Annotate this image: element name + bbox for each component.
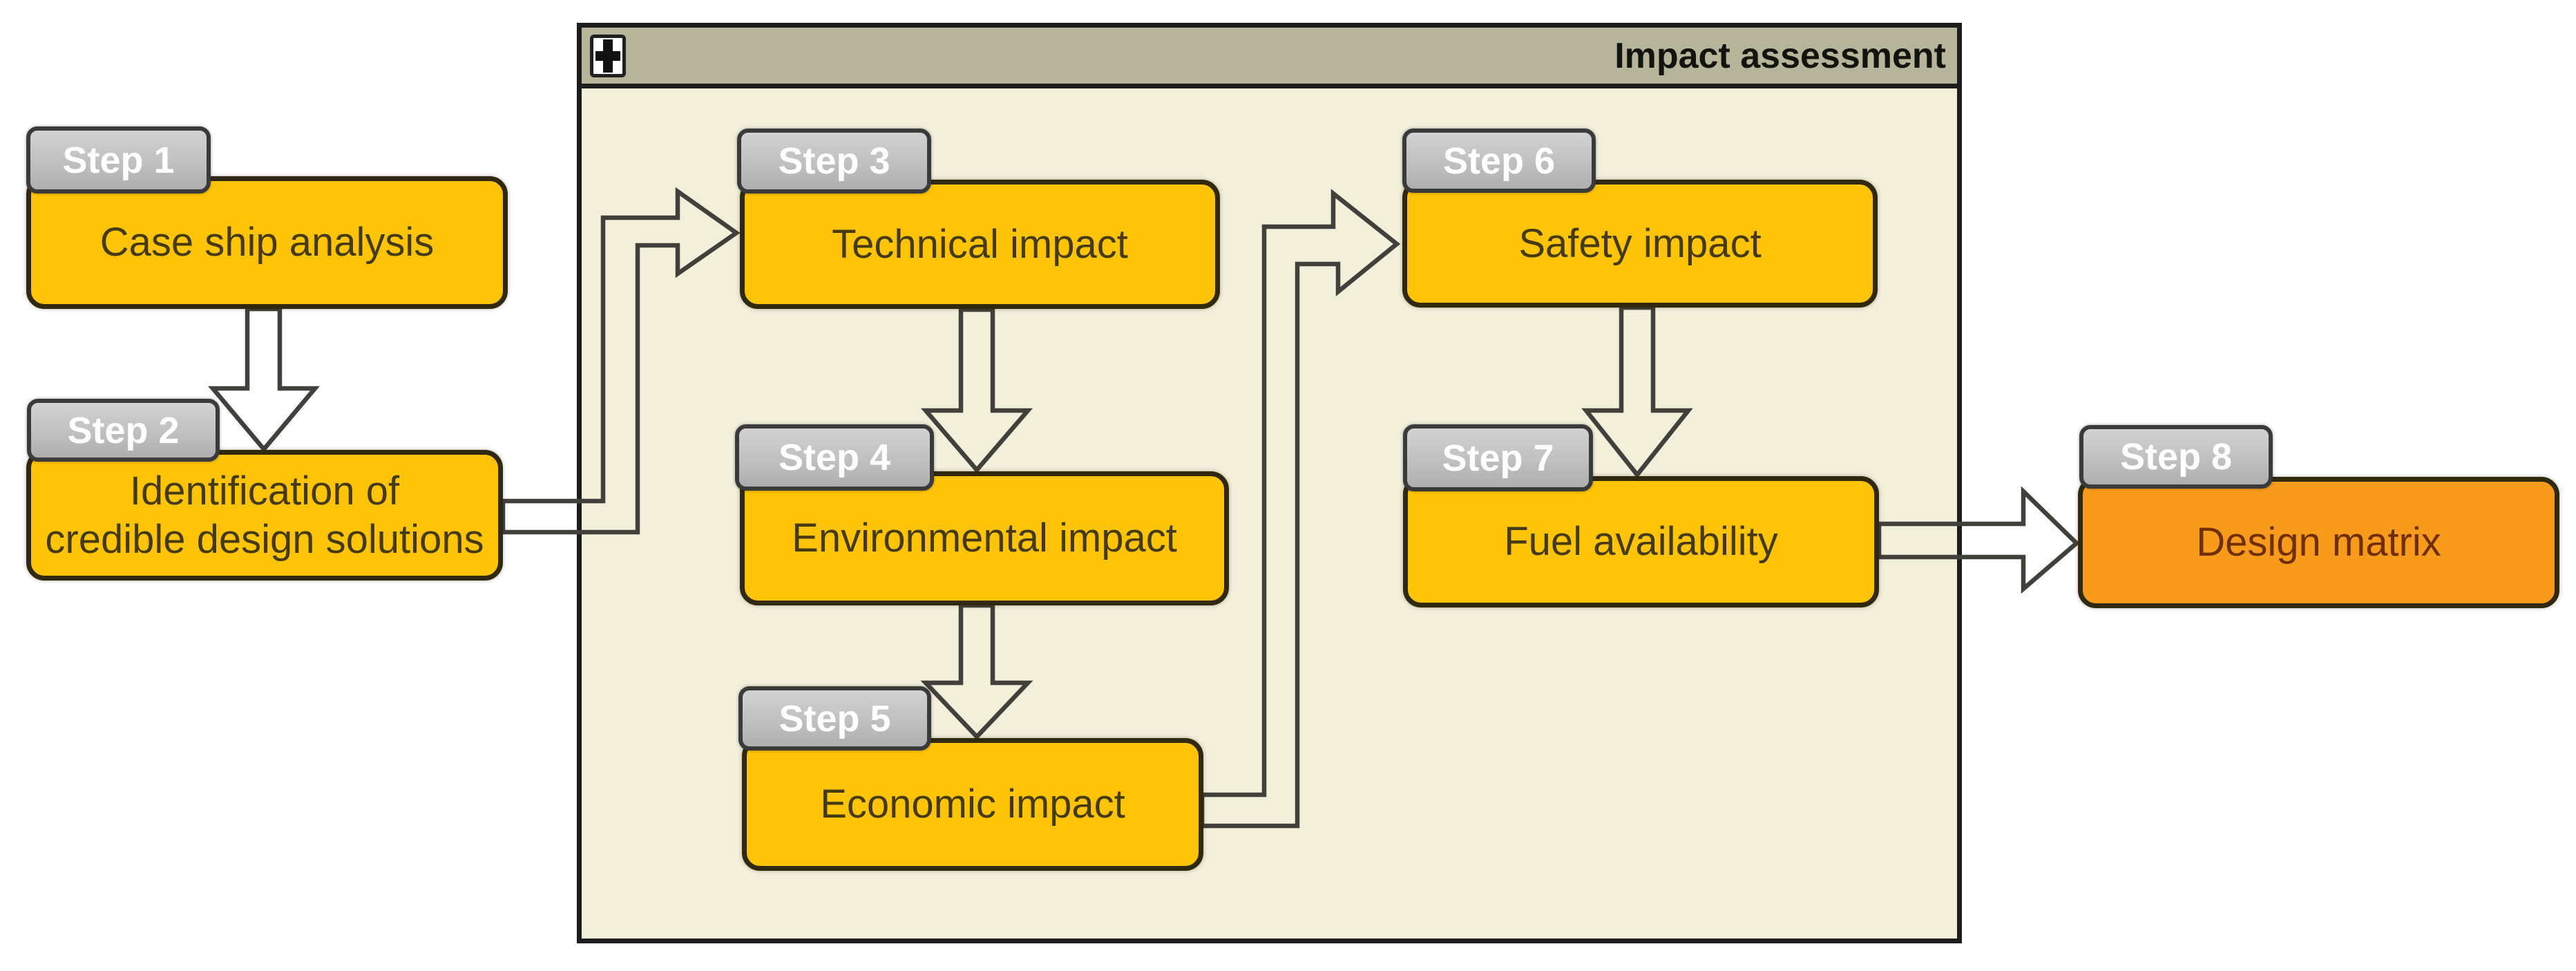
connector-step6-step7 [1581,305,1693,479]
step-8-tag: Step 8 [2079,425,2273,489]
connector-step1-step2 [208,306,320,453]
step-3-label: Technical impact [832,221,1128,267]
step-7-label: Fuel availability [1504,519,1778,565]
step-2-tag: Step 2 [27,399,220,462]
step-1-tag: Step 1 [26,126,211,194]
step-4-label: Environmental impact [792,516,1177,561]
step-5-node: Economic impact [742,738,1203,871]
plus-icon [603,39,613,73]
step-4-node: Environmental impact [740,471,1229,605]
connector-step7-step8 [1876,486,2080,594]
panel-titlebar: Impact assessment [582,28,1957,88]
step-5-tag: Step 5 [738,686,931,751]
step-1-label: Case ship analysis [99,220,435,265]
connector-step3-step4 [920,307,1033,473]
step-3-tag: Step 3 [737,129,931,194]
step-2-label: Identification of credible design soluti… [45,468,484,562]
step-4-tag: Step 4 [735,424,934,491]
step-2-node: Identification of credible design soluti… [26,450,503,581]
step-6-node: Safety impact [1402,180,1878,308]
step-7-tag: Step 7 [1403,424,1593,491]
connector-step2-step3 [500,187,741,535]
step-8-label: Design matrix [2196,520,2441,565]
step-7-node: Fuel availability [1403,476,1879,607]
step-8-node: Design matrix [2078,477,2559,608]
step-6-label: Safety impact [1518,220,1762,266]
step-3-node: Technical impact [740,180,1220,309]
step-5-label: Economic impact [820,782,1125,827]
panel-title: Impact assessment [1614,35,1946,76]
step-6-tag: Step 6 [1402,129,1596,193]
connector-step4-step5 [920,603,1033,740]
connector-step5-step6 [1199,189,1401,829]
step-1-node: Case ship analysis [26,176,508,309]
expand-toggle-button[interactable] [590,35,626,77]
